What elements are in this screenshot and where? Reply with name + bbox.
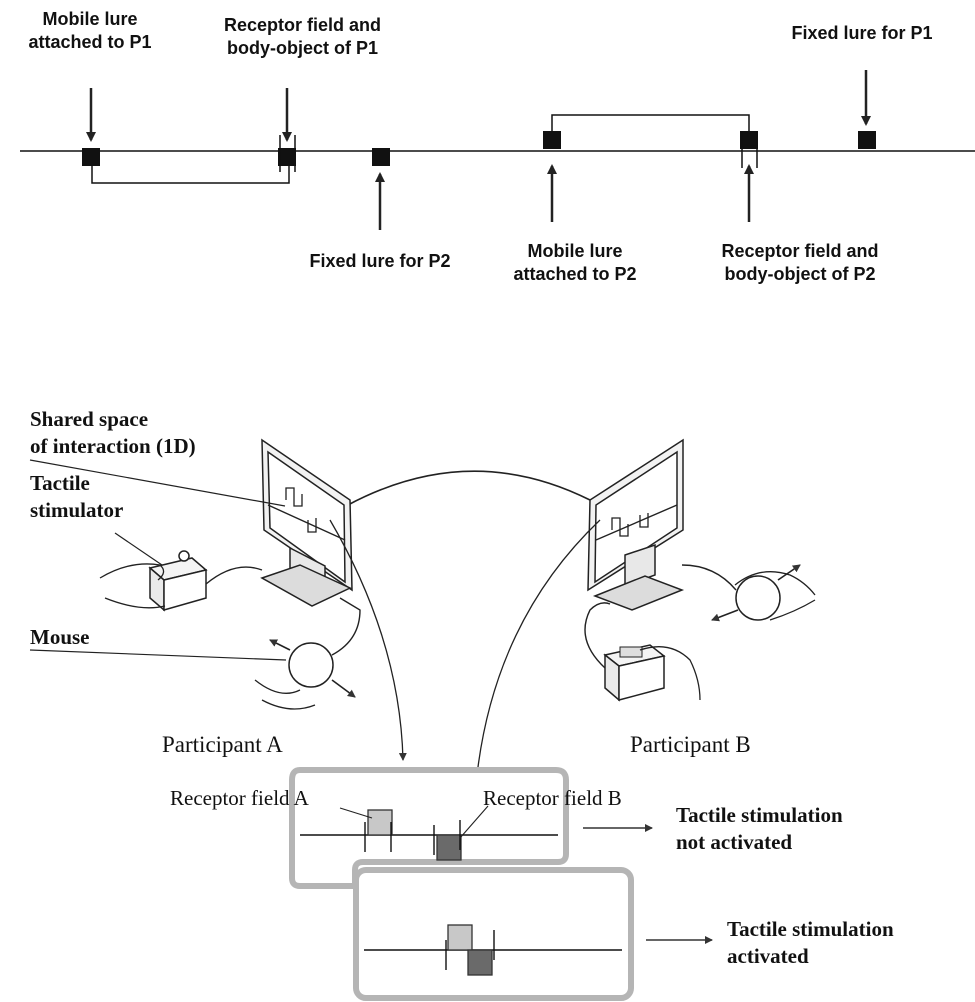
label-receptor-field-a: Receptor field A xyxy=(170,786,309,810)
detail-2-receptor-b xyxy=(467,949,493,976)
leader-shared-space xyxy=(29,459,286,507)
label-tactile-activated: Tactile stimulation activated xyxy=(727,917,894,969)
setup-illustration xyxy=(29,438,816,776)
panel-not-activated xyxy=(289,767,569,889)
label-mobile-lure-p2: Mobile lure attached to P2 xyxy=(513,241,637,285)
leader-tactile-stimulator xyxy=(114,532,163,566)
fixed-lure-p1-marker xyxy=(858,131,876,149)
label-tactile-not-activated: Tactile stimulation not activated xyxy=(676,803,843,855)
detail-panels xyxy=(289,767,713,1001)
label-participant-a: Participant A xyxy=(162,732,283,757)
label-receptor-p2: Receptor field and body-object of P2 xyxy=(721,241,879,285)
label-fixed-lure-p2: Fixed lure for P2 xyxy=(309,251,451,271)
tactile-stimulator-a xyxy=(99,550,263,612)
p1-link-bracket xyxy=(91,166,290,184)
p2-link-bracket xyxy=(551,114,750,131)
mobile-lure-p2-marker xyxy=(543,131,561,149)
leader-receptor-b xyxy=(459,805,489,839)
label-receptor-p1: Receptor field and body-object of P1 xyxy=(223,15,382,59)
monitor-b xyxy=(587,438,685,611)
mouse-b xyxy=(681,564,816,622)
leader-receptor-a xyxy=(339,807,373,819)
receptor-p1-marker xyxy=(278,148,296,166)
mobile-lure-p1-marker xyxy=(82,148,100,166)
arrow-screen-a-to-detail xyxy=(329,519,407,761)
label-mobile-lure-p1: Mobile lure attached to P1 xyxy=(28,9,152,53)
label-shared-space: Shared space of interaction (1D) xyxy=(30,407,196,459)
label-fixed-lure-p1: Fixed lure for P1 xyxy=(791,23,933,43)
top-1d-diagram xyxy=(20,70,975,230)
detail-1-receptor-b xyxy=(436,834,462,861)
fixed-lure-p2-marker xyxy=(372,148,390,166)
leader-mouse xyxy=(29,649,287,661)
mouse-a xyxy=(254,597,361,710)
tactile-stimulator-b xyxy=(584,602,701,702)
receptor-p2-marker xyxy=(740,131,758,149)
network-cable xyxy=(347,470,591,506)
detail-1-receptor-a xyxy=(367,809,393,836)
arrow-screen-b-to-detail xyxy=(473,519,601,776)
detail-2-receptor-a xyxy=(447,924,473,951)
label-participant-b: Participant B xyxy=(630,732,751,757)
monitor-a xyxy=(260,438,353,607)
label-tactile-stimulator: Tactile stimulator xyxy=(30,471,124,523)
label-mouse: Mouse xyxy=(30,625,90,649)
label-receptor-field-b: Receptor field B xyxy=(483,786,622,810)
